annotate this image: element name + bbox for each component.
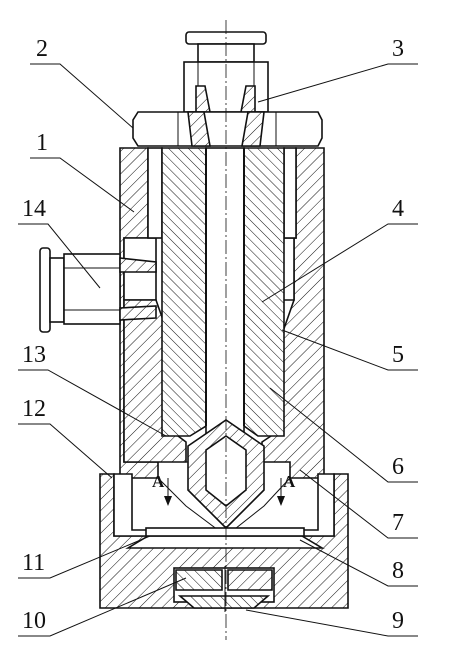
section-letter-left: A [152, 472, 165, 491]
leader-lines [18, 63, 418, 637]
label-4: 4 [392, 196, 404, 222]
label-5: 5 [392, 342, 404, 368]
label-7: 7 [392, 510, 404, 536]
central-stem [161, 147, 285, 439]
side-fitting [39, 247, 157, 333]
bottom-cap [99, 473, 349, 609]
label-13: 13 [22, 342, 46, 368]
section-marker-left: A [152, 472, 172, 506]
label-14: 14 [22, 196, 46, 222]
label-12: 12 [22, 396, 46, 422]
label-2: 2 [36, 36, 48, 62]
label-9: 9 [392, 608, 404, 634]
label-10: 10 [22, 608, 46, 634]
hex-nut [132, 111, 323, 147]
label-1: 1 [36, 130, 48, 156]
label-6: 6 [392, 454, 404, 480]
label-3: 3 [392, 36, 404, 62]
top-fitting [183, 31, 269, 113]
label-11: 11 [22, 550, 45, 576]
label-8: 8 [392, 558, 404, 584]
nozzle-insert [173, 566, 275, 612]
section-marker-right: A [277, 472, 296, 506]
part-number-labels: 2 3 1 4 14 5 13 12 6 7 11 8 10 9 [22, 36, 404, 634]
section-letter-right: A [283, 472, 296, 491]
